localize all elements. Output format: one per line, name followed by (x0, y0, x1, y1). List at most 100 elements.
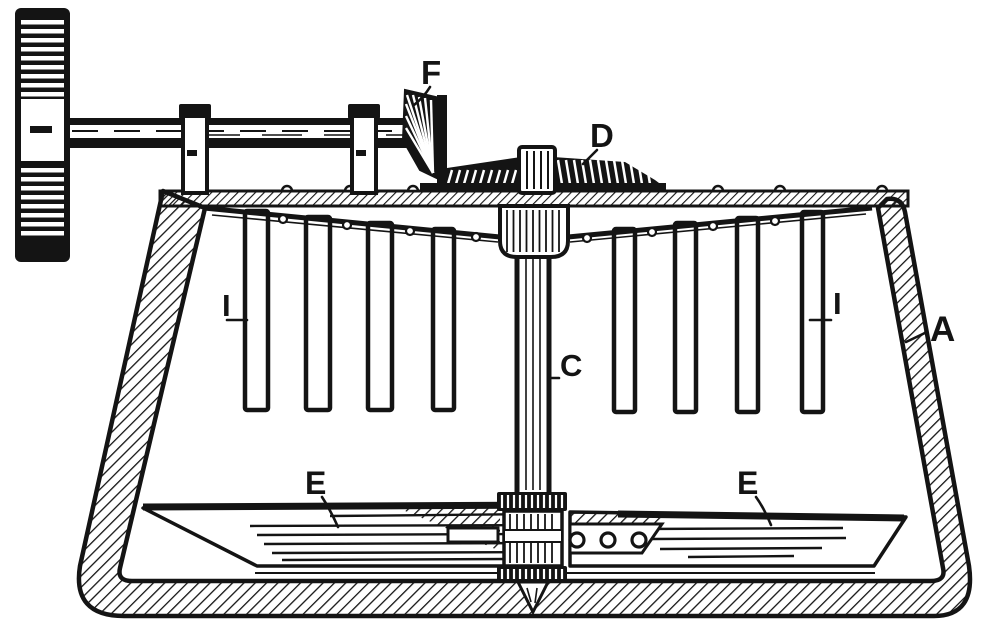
decor-stroke (470, 231, 482, 243)
decor-stroke (249, 523, 553, 528)
decor-stroke (588, 159, 596, 185)
hanging-vane (611, 226, 638, 415)
vertical-shaft (514, 252, 552, 498)
hanging-vane (242, 208, 271, 413)
decor-stroke (628, 159, 636, 185)
decor-stroke (510, 169, 518, 185)
decor-stroke (21, 231, 64, 236)
decor-stroke (21, 213, 64, 218)
leader-e-right (754, 495, 773, 527)
decor-stroke (636, 159, 644, 185)
leader-a (904, 330, 929, 344)
scraper-blade-right (568, 510, 908, 568)
bottom-boss (446, 492, 567, 616)
decor-stroke (21, 29, 64, 34)
leader-d (581, 148, 599, 166)
shaft-hub-above-lid (517, 145, 557, 195)
decor-stroke (462, 169, 470, 185)
conical-cover (203, 205, 873, 243)
hanging-vane (365, 220, 395, 413)
hanging-vane (799, 209, 826, 415)
hanging-vane (734, 215, 761, 415)
label-c: C (560, 348, 582, 383)
decor-stroke (429, 99, 435, 174)
decor-stroke (687, 554, 795, 559)
decor-stroke (21, 177, 64, 182)
decor-stroke (659, 546, 823, 551)
decor-stroke (707, 220, 719, 232)
decor-stroke (263, 541, 549, 546)
hanging-vanes (242, 208, 826, 415)
callouts: F D C A I I E E (222, 54, 955, 529)
decor-stroke (21, 92, 64, 97)
decor-stroke (404, 225, 416, 237)
decor-stroke (564, 159, 572, 185)
blade-hole (568, 531, 586, 549)
blade-arm (446, 526, 500, 544)
bearing-post (348, 104, 380, 195)
blade-hole (599, 531, 617, 549)
decor-stroke (21, 56, 64, 61)
decor-stroke (711, 184, 725, 193)
cone-rivets (277, 213, 781, 244)
hanging-vane (672, 220, 699, 415)
label-i-left: I (222, 288, 231, 323)
bearing-post (179, 104, 211, 195)
decor-stroke (21, 74, 64, 79)
decor-stroke (446, 169, 454, 185)
leader-e-left (320, 495, 340, 529)
decor-stroke (30, 126, 52, 133)
label-a: A (930, 310, 955, 349)
hanging-vane (430, 226, 457, 413)
decor-stroke (646, 226, 658, 238)
decor-stroke (651, 536, 847, 541)
label-e-left: E (305, 465, 326, 501)
decor-stroke (639, 526, 844, 531)
decor-stroke (21, 20, 64, 25)
blade-hole (630, 531, 648, 549)
decor-stroke (581, 232, 593, 244)
decor-stroke (486, 169, 494, 185)
pivot-tip (515, 580, 551, 616)
decor-stroke (406, 184, 420, 193)
horizontal-shaft (64, 118, 442, 148)
decor-stroke (502, 169, 510, 185)
label-f: F (421, 54, 441, 91)
decor-stroke (341, 219, 353, 231)
decor-stroke (21, 65, 64, 70)
leader-f (412, 85, 432, 107)
decor-stroke (478, 169, 486, 185)
decor-stroke (277, 213, 289, 225)
decor-stroke (604, 159, 612, 185)
label-d: D (590, 117, 614, 154)
decor-stroke (773, 184, 787, 193)
bevel-gear-f (401, 88, 447, 184)
decor-stroke (21, 195, 64, 200)
hanging-vane (303, 214, 333, 413)
decor-stroke (281, 557, 511, 562)
decor-stroke (612, 159, 620, 185)
decor-stroke (454, 169, 462, 185)
label-i-right: I (833, 286, 842, 321)
decor-stroke (644, 159, 652, 185)
decor-stroke (875, 184, 889, 193)
decor-stroke (572, 159, 580, 185)
decor-stroke (470, 169, 478, 185)
decor-stroke (21, 168, 64, 173)
decor-stroke (21, 38, 64, 43)
decor-stroke (620, 159, 628, 185)
drive-pulley (15, 8, 70, 262)
decor-stroke (21, 204, 64, 209)
decor-stroke (769, 215, 781, 227)
decor-stroke (596, 159, 604, 185)
decor-stroke (21, 186, 64, 191)
shaft-hub-under-lid (498, 204, 570, 259)
decor-stroke (494, 169, 502, 185)
decor-stroke (21, 47, 64, 52)
decor-stroke (21, 83, 64, 88)
decor-stroke (21, 222, 64, 227)
label-e-right: E (737, 465, 758, 501)
decor-stroke (280, 184, 294, 193)
